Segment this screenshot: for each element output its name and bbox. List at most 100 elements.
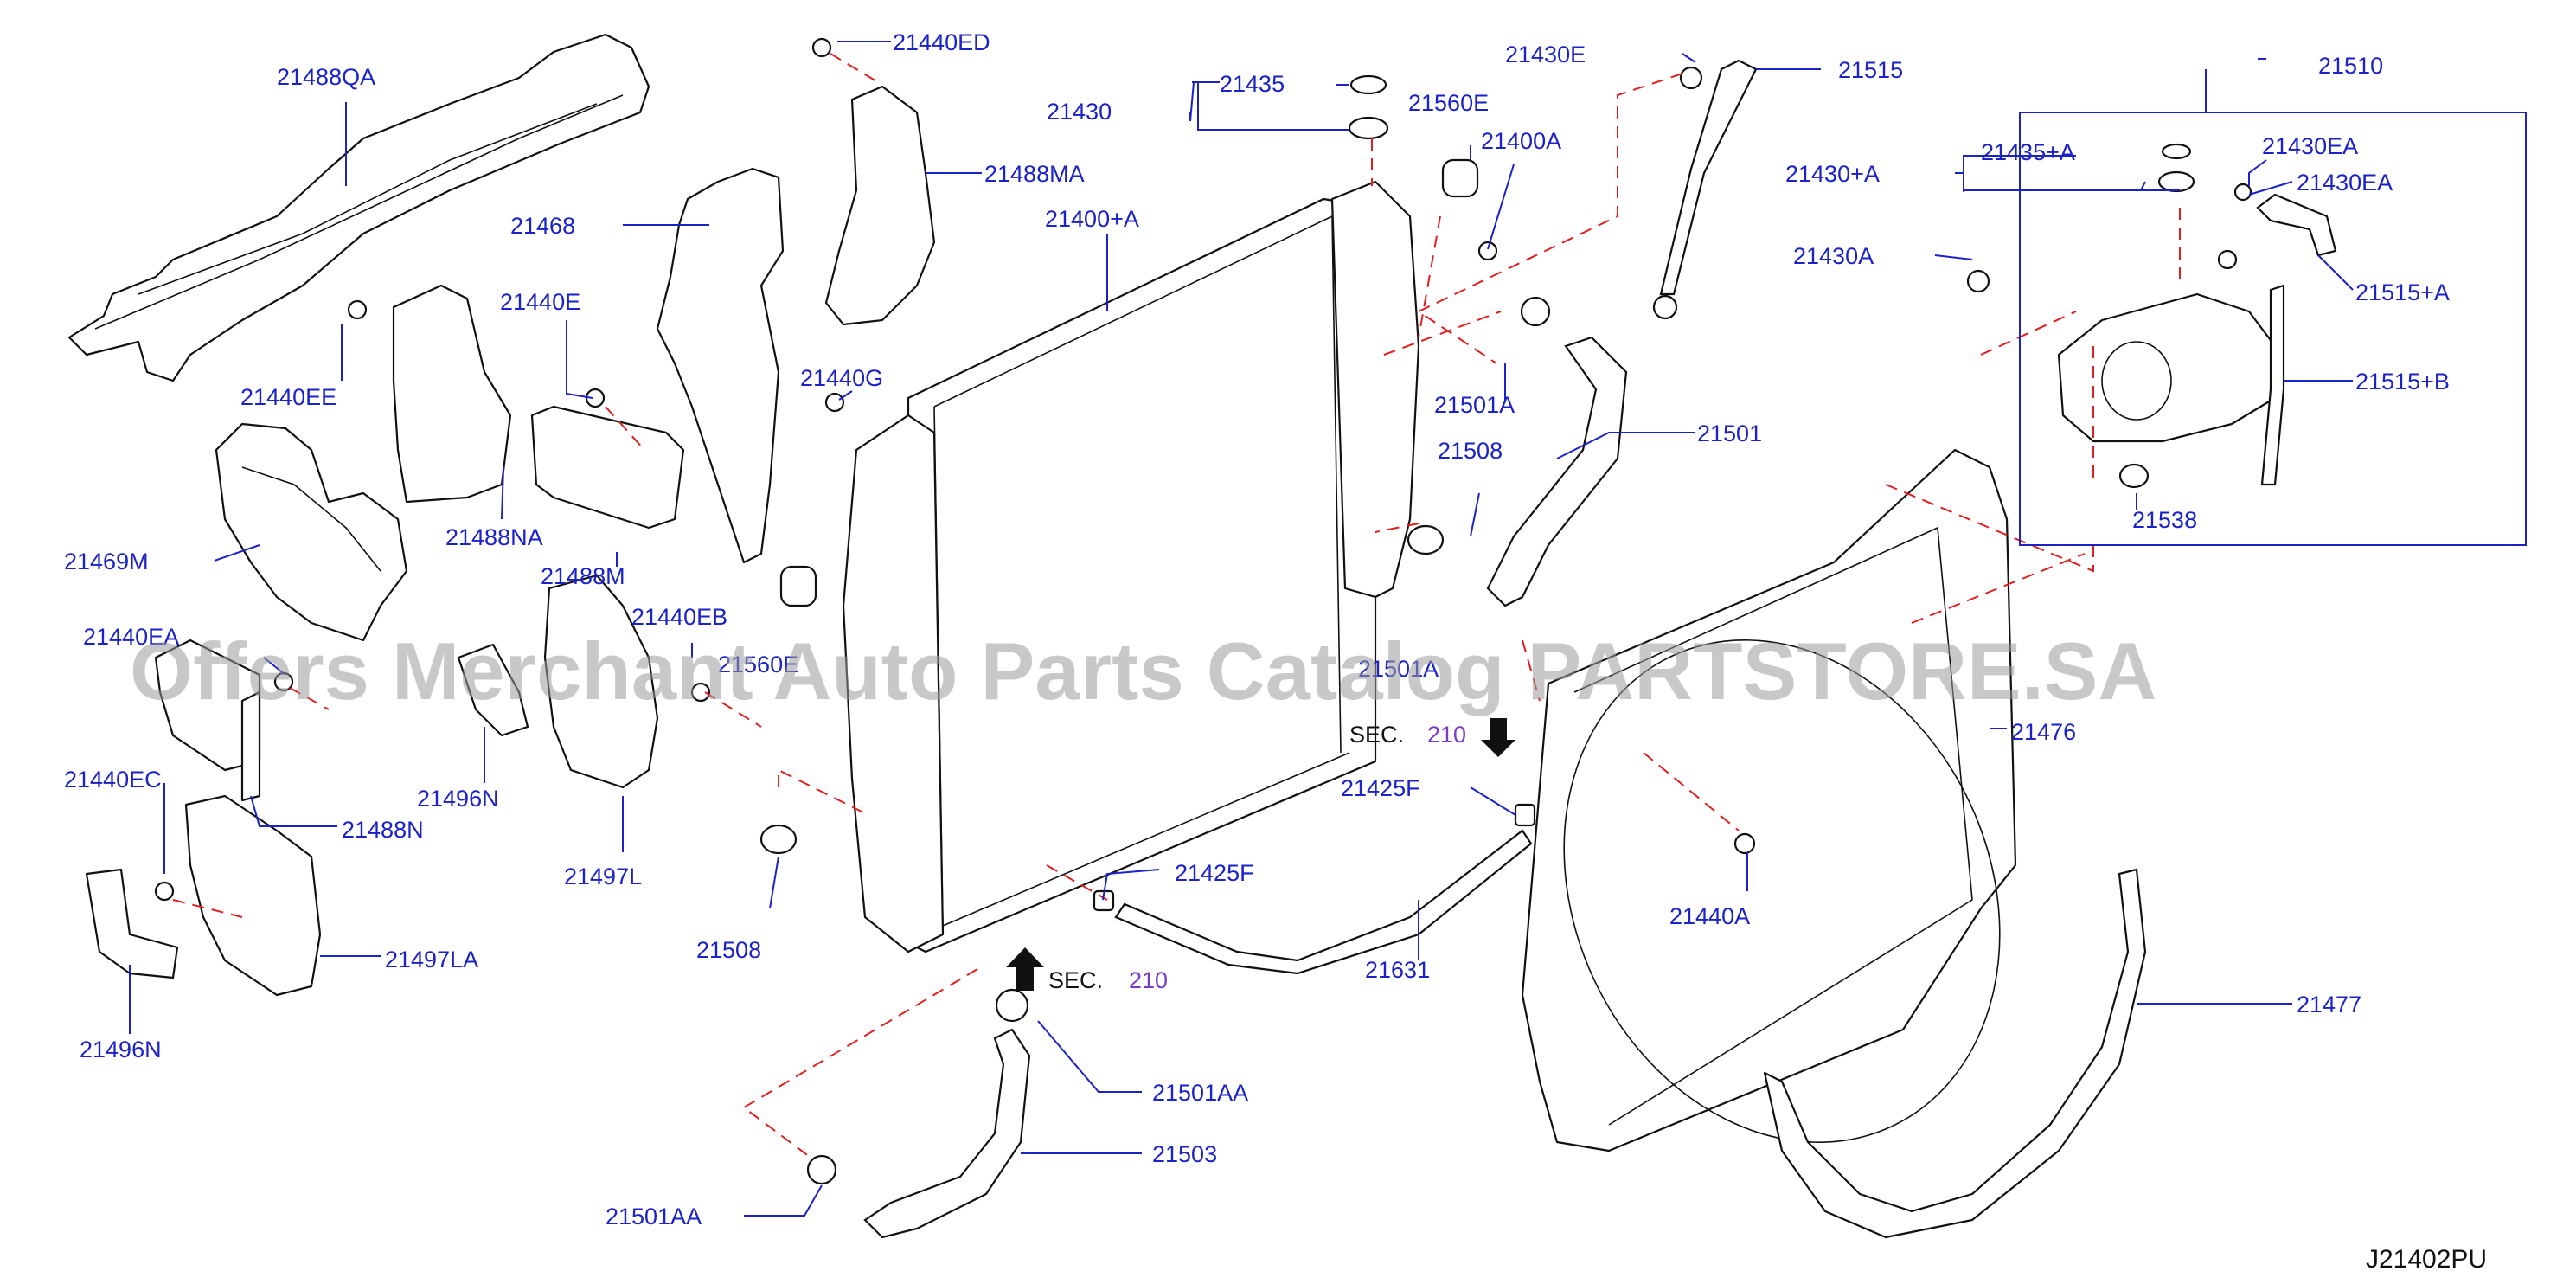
hose-21515a-part — [2256, 193, 2337, 257]
watermark: Offers Merchant Auto Parts Catalog PARTS… — [130, 626, 2156, 716]
label-21501aa-lower: 21501AA — [606, 1204, 702, 1229]
bolt-21440eb-part — [690, 682, 711, 703]
seal-21435a-part — [2161, 143, 2192, 160]
label-21435a-plus: 21435+A — [1981, 139, 2075, 165]
dashed-guides — [172, 53, 2181, 1160]
bushing-21538-part — [2118, 463, 2150, 489]
hose-21501-part — [1486, 336, 1628, 607]
label-21515a-plus: 21515+A — [2355, 279, 2450, 305]
label-21400a: 21400A — [1481, 128, 1561, 154]
hose-21515-part — [1659, 59, 1758, 296]
clip-21425f-part — [1514, 803, 1536, 827]
label-21477: 21477 — [2297, 992, 2361, 1018]
seal-21496n-upper-part — [457, 643, 529, 737]
label-21476: 21476 — [2011, 719, 2076, 745]
bolt-21440e-part — [585, 388, 606, 408]
label-21440eb: 21440EB — [631, 604, 727, 630]
bolt-21440a-part — [1733, 832, 1756, 855]
label-21440e: 21440E — [500, 289, 580, 315]
deflector-21468-part — [656, 167, 785, 564]
label-21510: 21510 — [2318, 53, 2383, 79]
label-21515b-plus: 21515+B — [2355, 369, 2450, 395]
label-21488qa: 21488QA — [277, 64, 375, 90]
clip-21430e-lower-part — [1652, 294, 1678, 320]
cap-21435a-part — [2157, 170, 2195, 193]
hose-21515b-part — [2260, 284, 2285, 486]
label-21430e: 21430E — [1505, 42, 1586, 67]
fan-shroud-ring-part — [1763, 868, 2147, 1239]
label-21469m: 21469M — [64, 549, 149, 575]
clip-21430ea-lower-part — [2217, 249, 2238, 270]
reservoir-kit-bracket — [2019, 112, 2527, 546]
reservoir-tank-part — [2057, 292, 2277, 443]
label-21515: 21515 — [1838, 57, 1903, 83]
cap-21435-part — [1348, 116, 1389, 140]
label-21501aa-upper: 21501AA — [1152, 1080, 1248, 1106]
radiator-left-tank-part — [842, 414, 945, 953]
label-21496n-lower: 21496N — [80, 1037, 162, 1063]
label-21430a: 21430A — [1793, 243, 1874, 269]
label-21488n: 21488N — [342, 817, 424, 843]
label-21435: 21435 — [1220, 71, 1285, 97]
label-21497l: 21497L — [564, 863, 642, 889]
bolt-21430a-part — [1966, 269, 1990, 293]
bolt-21440ec-part — [154, 881, 175, 902]
bushing-21508-part — [1407, 524, 1445, 555]
radiator-right-tank-part — [1330, 180, 1420, 599]
sec-ref-lower-prefix: SEC. — [1048, 967, 1103, 993]
part-labels: 21488QA 21440ED 21488MA 21430 21435 2156… — [64, 29, 2450, 1229]
label-21430: 21430 — [1047, 99, 1112, 125]
clip-21501a-part — [1520, 296, 1551, 327]
label-21425f-upper: 21425F — [1341, 775, 1420, 801]
label-21430ea-1: 21430EA — [2262, 133, 2358, 159]
bracket-21488n-part — [240, 690, 261, 802]
label-21503: 21503 — [1152, 1141, 1217, 1167]
clip-21501aa-part — [995, 988, 1029, 1023]
label-21560e: 21560E — [1408, 90, 1489, 116]
deflector-21488ma-part — [824, 85, 936, 326]
label-21468: 21468 — [510, 213, 575, 239]
label-21496n-upper: 21496N — [417, 786, 499, 812]
label-21488na: 21488NA — [445, 524, 543, 550]
sec-ref-upper-prefix: SEC. — [1349, 722, 1404, 748]
label-21430ea-2: 21430EA — [2297, 170, 2393, 196]
label-21440ee: 21440EE — [240, 384, 336, 410]
label-21440g: 21440G — [800, 365, 883, 391]
label-21508: 21508 — [1438, 438, 1503, 464]
bracket-21488m-part — [530, 405, 685, 530]
label-21488m: 21488M — [541, 563, 625, 589]
label-21497la: 21497LA — [385, 947, 478, 973]
bushing-21508-lower-part — [759, 824, 798, 855]
sec-arrow-down — [1481, 718, 1515, 757]
upper-shroud-part — [67, 33, 650, 382]
fan-shroud-part — [1521, 448, 2017, 1152]
label-21501a: 21501A — [1434, 392, 1515, 418]
diagram-code: J21402PU — [2366, 1245, 2487, 1274]
bolt-21440ed-part — [811, 37, 832, 58]
radiator-core-part — [907, 197, 1377, 953]
clip-21501aa-lower-part — [806, 1154, 837, 1185]
label-21501a-2: 21501A — [1358, 656, 1439, 682]
hose-21503-part — [863, 1028, 1031, 1239]
section-refs: SEC. 210 SEC. 210 — [1048, 722, 1466, 993]
label-21501: 21501 — [1697, 421, 1762, 446]
label-21538: 21538 — [2132, 507, 2197, 533]
label-21631: 21631 — [1365, 957, 1430, 983]
label-21440ea: 21440EA — [83, 624, 179, 650]
label-21440ed: 21440ED — [893, 29, 990, 55]
deflector-21497l-part — [543, 574, 659, 789]
label-21488ma: 21488MA — [984, 161, 1085, 187]
label-21560e-lower: 21560E — [718, 652, 798, 677]
deflector-21497la-part — [184, 794, 322, 997]
deflector-21488na-part — [392, 284, 512, 504]
bolt-21400a-part — [1477, 241, 1498, 261]
sec-ref-lower-number: 210 — [1129, 967, 1168, 993]
mount-21560e-lower-part — [779, 565, 817, 607]
label-21508-lower: 21508 — [696, 937, 761, 963]
label-21440ec: 21440EC — [64, 767, 162, 793]
clip-21430ea-part — [2233, 183, 2252, 202]
bolt-21440g-part — [824, 392, 845, 413]
label-21425f-lower: 21425F — [1175, 860, 1254, 886]
clip-21430e-part — [1679, 66, 1703, 90]
hose-21631-part — [1114, 829, 1533, 975]
